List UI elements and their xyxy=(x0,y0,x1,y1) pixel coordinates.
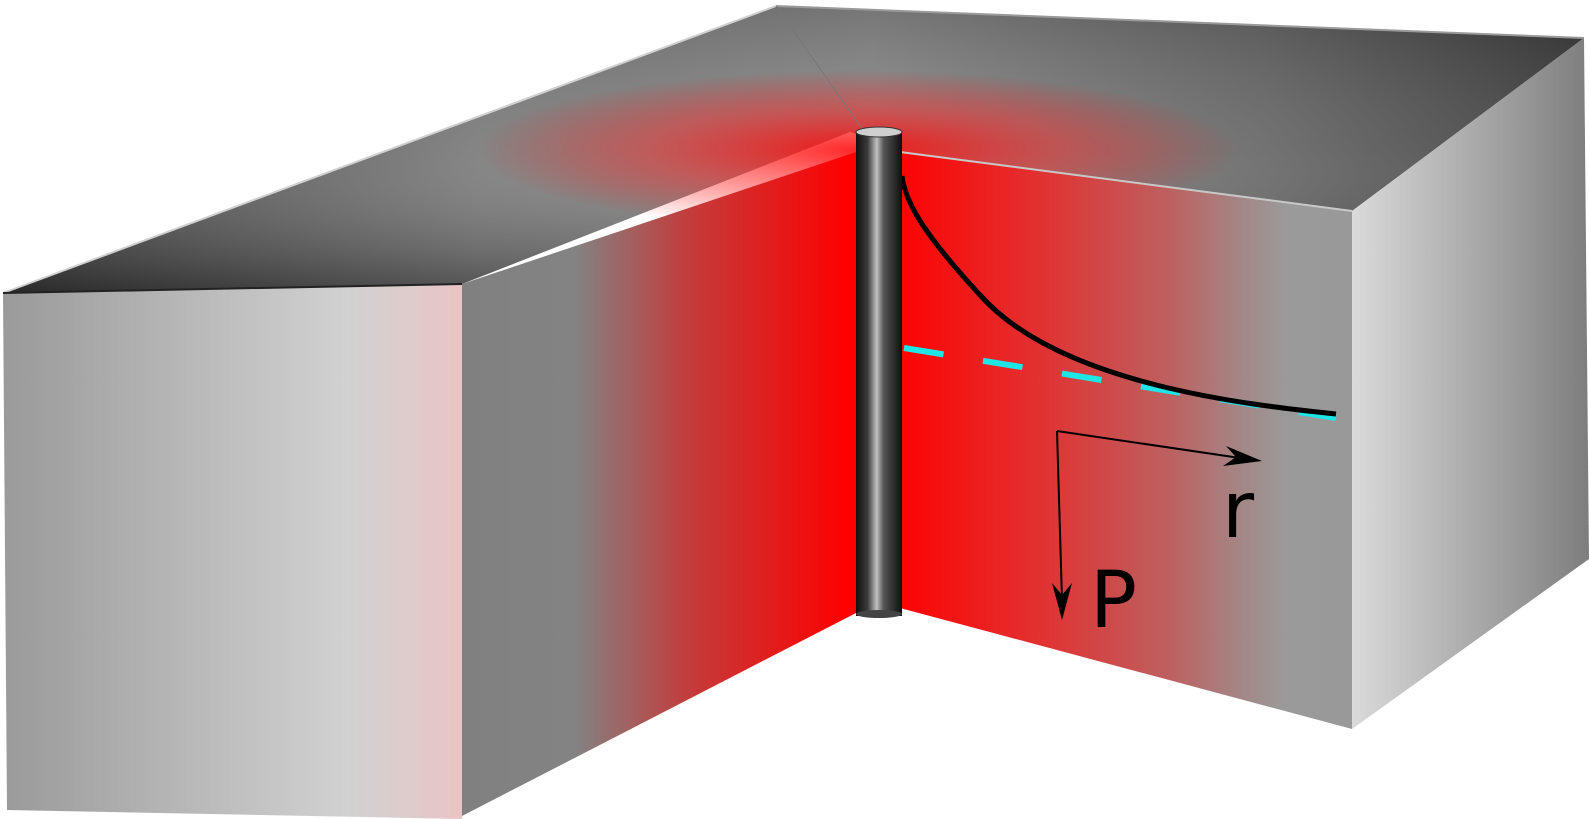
left-outer-face-tint xyxy=(3,284,462,819)
p-axis-arrow-icon xyxy=(1052,583,1072,620)
cut-face-right-top-edge xyxy=(899,151,1353,212)
wellbore-top-cap xyxy=(855,126,903,138)
axes xyxy=(1052,430,1262,620)
left-top-edge xyxy=(2,283,463,294)
wellbore-bottom-cap xyxy=(856,610,902,618)
wellbore-body xyxy=(856,132,902,616)
p-axis-line xyxy=(1056,430,1063,601)
pressure-profile-curve xyxy=(899,175,1337,417)
left-outer-face xyxy=(2,283,463,819)
right-outer-face xyxy=(1352,38,1589,729)
p-axis-label: P xyxy=(1090,556,1137,646)
cut-face-left xyxy=(462,152,856,816)
r-axis-line xyxy=(1056,430,1241,459)
r-axis-arrow-icon xyxy=(1223,446,1262,466)
top-edge-highlight xyxy=(2,5,777,294)
top-fold-line xyxy=(775,5,871,141)
top-back-edge xyxy=(775,5,1585,39)
r-axis-label: r xyxy=(1222,466,1255,556)
wellbore-cylinder-icon xyxy=(855,126,903,618)
